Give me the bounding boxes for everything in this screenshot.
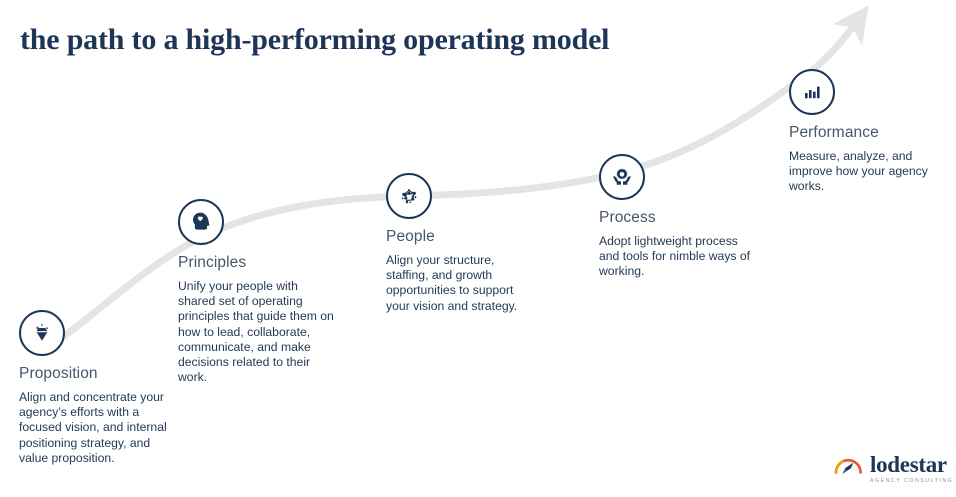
step-label: Performance: [789, 124, 879, 141]
head-heart-icon: [178, 199, 224, 245]
people-network-icon: [386, 173, 432, 219]
step-people[interactable]: People Align your structure, staffing, a…: [386, 173, 532, 314]
step-performance[interactable]: Performance Measure, analyze, and improv…: [789, 69, 939, 195]
step-proposition[interactable]: Proposition Align and concentrate your a…: [19, 310, 171, 466]
compass-arc-icon: [833, 452, 864, 485]
step-process[interactable]: Process Adopt lightweight process and to…: [599, 154, 751, 280]
brand-logo[interactable]: lodestar AGENCY CONSULTING: [833, 452, 953, 485]
step-description: Measure, analyze, and improve how your a…: [789, 149, 928, 194]
hands-gear-icon: [599, 154, 645, 200]
step-label: Proposition: [19, 365, 98, 382]
step-label: Principles: [178, 254, 247, 271]
diamond-sparkle-icon: [19, 310, 65, 356]
logo-tagline: AGENCY CONSULTING: [870, 477, 954, 484]
step-description: Align your structure, staffing, and grow…: [386, 253, 518, 313]
step-label: People: [386, 228, 435, 245]
logo-wordmark: lodestar: [870, 451, 947, 477]
step-description: Unify your people with shared set of ope…: [178, 279, 334, 385]
step-label: Process: [599, 209, 656, 226]
bar-chart-icon: [789, 69, 835, 115]
step-principles[interactable]: Principles Unify your people with shared…: [178, 199, 336, 385]
step-description: Align and concentrate your agency’s effo…: [19, 390, 167, 465]
page-title: the path to a high-performing operating …: [20, 23, 610, 56]
step-description: Adopt lightweight process and tools for …: [599, 234, 751, 279]
